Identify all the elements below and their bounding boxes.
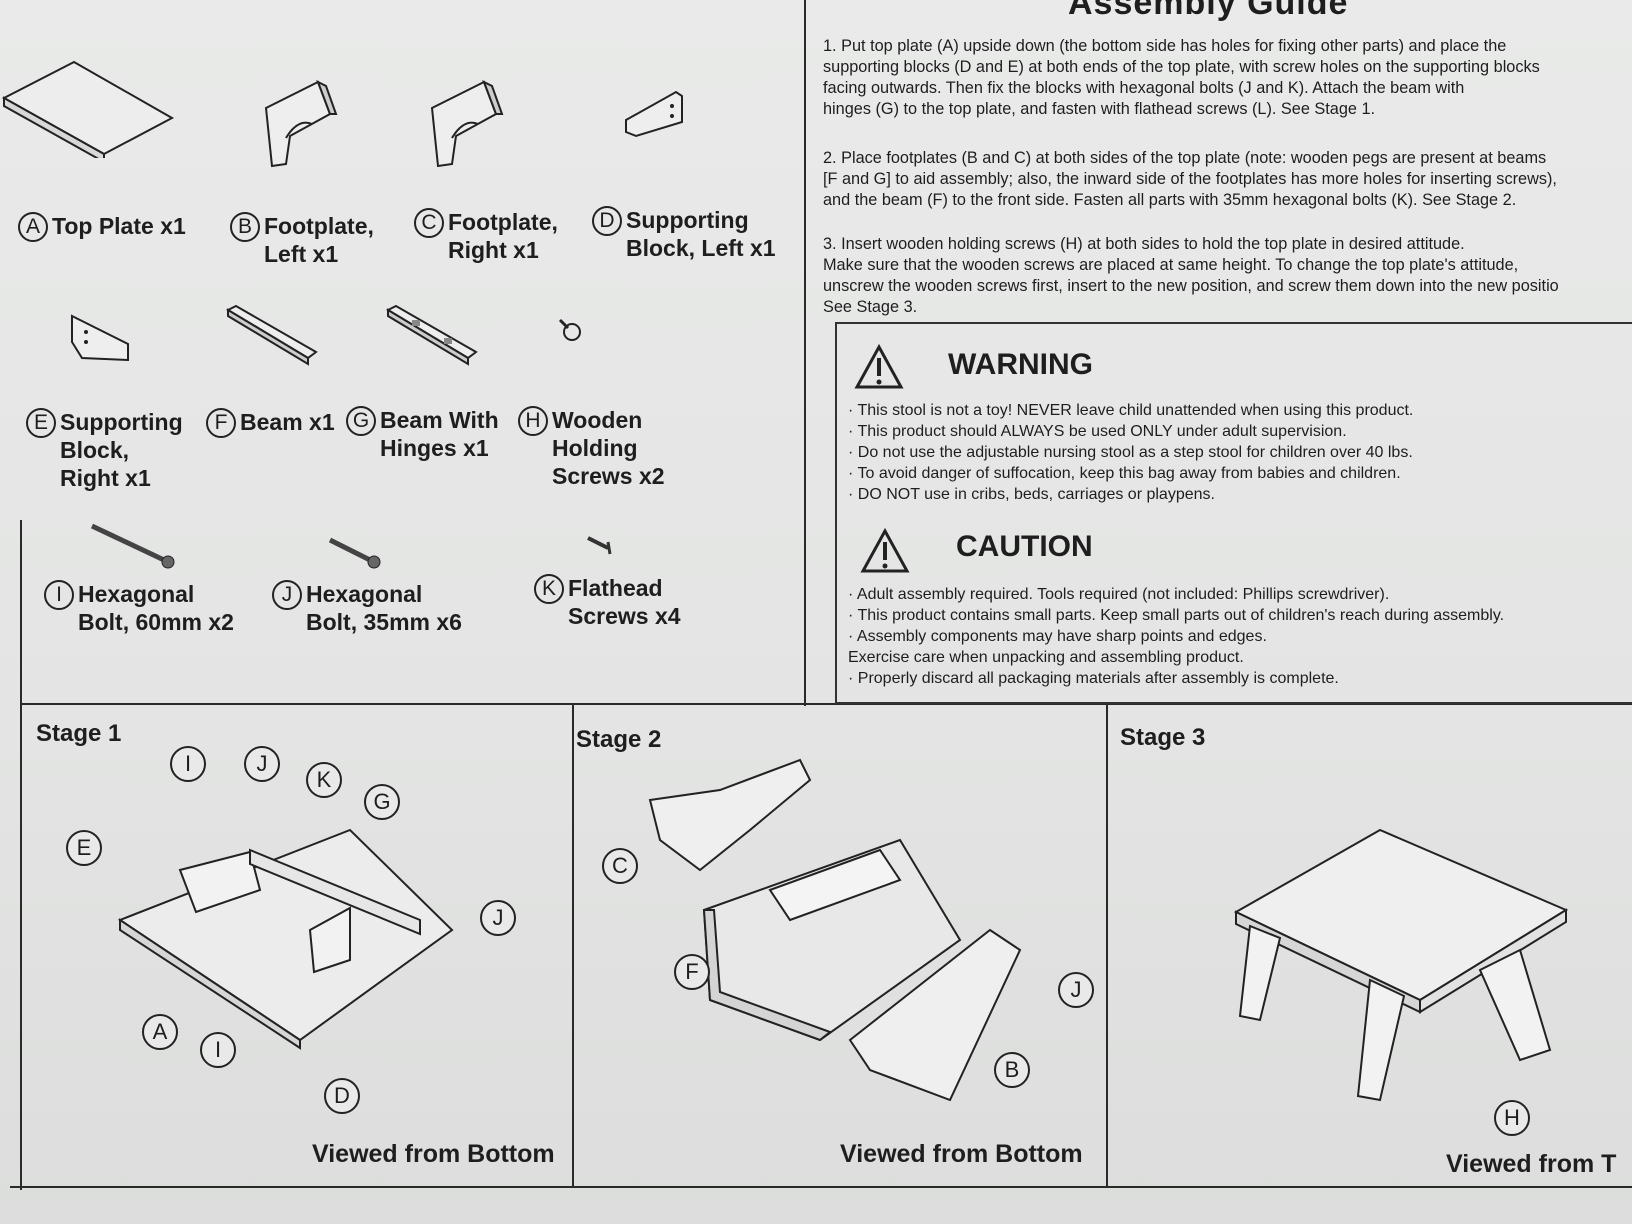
part-letter-badge: D: [592, 206, 622, 236]
part-label: Top Plate x1: [52, 213, 186, 239]
part-label: Hexagonal Bolt, 60mm x2: [78, 581, 234, 635]
part-e: E Supporting Block, Right x1: [26, 408, 183, 492]
callout-d: D: [324, 1078, 360, 1114]
part-label: Flathead Screws x4: [568, 575, 681, 629]
callout-j-3: J: [1058, 972, 1094, 1008]
part-a: A Top Plate x1: [18, 212, 186, 242]
part-label: Wooden Holding Screws x2: [552, 407, 665, 489]
hex-bolt-60-icon: [90, 523, 175, 569]
callout-i: I: [170, 746, 206, 782]
part-i: I Hexagonal Bolt, 60mm x2: [44, 580, 234, 636]
part-letter-badge: H: [518, 406, 548, 436]
part-f: F Beam x1: [206, 408, 335, 438]
footplate-right-icon: [430, 79, 504, 168]
part-h: H Wooden Holding Screws x2: [518, 406, 665, 490]
step-1: 1. Put top plate (A) upside down (the bo…: [823, 37, 1540, 118]
part-label: Supporting Block, Right x1: [60, 409, 183, 491]
caution-heading: CAUTION: [956, 530, 1093, 563]
callout-c: C: [602, 848, 638, 884]
divider-stage-1-2: [572, 705, 574, 1187]
callout-j: J: [244, 746, 280, 782]
divider-stage-2-3: [1106, 705, 1108, 1187]
part-letter-badge: I: [44, 580, 74, 610]
step-3: 3. Insert wooden holding screws (H) at b…: [823, 235, 1559, 316]
stage-3-diagram: [1233, 828, 1569, 1102]
frame-bottom: [10, 1186, 1632, 1188]
callout-e: E: [66, 830, 102, 866]
stage-2-title: Stage 2: [576, 726, 662, 753]
callout-h: H: [1494, 1100, 1530, 1136]
stage-1-caption: Viewed from Bottom: [312, 1140, 555, 1168]
supporting-block-left-icon: [625, 90, 683, 138]
footplate-left-icon: [264, 79, 338, 168]
callout-a: A: [142, 1014, 178, 1050]
callout-k: K: [306, 762, 342, 798]
callout-g: G: [364, 784, 400, 820]
part-letter-badge: B: [230, 212, 260, 242]
beam-with-hinges-icon: [385, 304, 478, 366]
stage-3-title: Stage 3: [1120, 724, 1206, 751]
part-c: C Footplate, Right x1: [414, 208, 558, 264]
stage-2-diagram: [648, 758, 1022, 1102]
page-title: Assembly Guide: [1068, 0, 1349, 22]
caution-triangle-icon: [860, 528, 910, 573]
divider-vertical-top: [804, 0, 806, 706]
part-letter-badge: F: [206, 408, 236, 438]
stage-1-title: Stage 1: [36, 720, 122, 747]
flathead-screw-icon: [587, 536, 612, 555]
part-b: B Footplate, Left x1: [230, 212, 374, 268]
part-letter-badge: G: [346, 406, 376, 436]
part-letter-badge: C: [414, 208, 444, 238]
divider-horizontal: [20, 703, 1632, 705]
part-label: Hexagonal Bolt, 35mm x6: [306, 581, 462, 635]
caution-list: · Adult assembly required. Tools require…: [848, 586, 1505, 687]
beam-icon: [225, 304, 318, 366]
part-letter-badge: J: [272, 580, 302, 610]
part-letter-badge: K: [534, 574, 564, 604]
safety-box: [835, 322, 1632, 704]
warning-triangle-icon: [854, 344, 904, 389]
stage-1-diagram: [117, 828, 454, 1050]
hex-bolt-35-icon: [328, 537, 381, 569]
part-label: Footplate, Right x1: [448, 209, 558, 263]
wooden-screw-icon: [558, 318, 581, 341]
part-label: Beam With Hinges x1: [380, 407, 499, 461]
stage-3-caption: Viewed from T: [1446, 1150, 1617, 1178]
warning-list: · This stool is not a toy! NEVER leave c…: [848, 402, 1414, 503]
part-label: Footplate, Left x1: [264, 213, 374, 267]
part-letter-badge: A: [18, 212, 48, 242]
step-2: 2. Place footplates (B and C) at both si…: [823, 149, 1557, 209]
callout-f: F: [674, 954, 710, 990]
part-label: Supporting Block, Left x1: [626, 207, 776, 261]
callout-b: B: [994, 1052, 1030, 1088]
top-plate-icon: [1, 60, 175, 158]
warning-heading: WARNING: [948, 348, 1093, 381]
supporting-block-right-icon: [71, 314, 129, 362]
part-letter-badge: E: [26, 408, 56, 438]
callout-j-2: J: [480, 900, 516, 936]
frame-left: [20, 520, 22, 1190]
part-j: J Hexagonal Bolt, 35mm x6: [272, 580, 462, 636]
part-d: D Supporting Block, Left x1: [592, 206, 776, 262]
callout-i-2: I: [200, 1032, 236, 1068]
part-k: K Flathead Screws x4: [534, 574, 681, 630]
part-g: G Beam With Hinges x1: [346, 406, 499, 462]
part-label: Beam x1: [240, 409, 335, 435]
stage-2-caption: Viewed from Bottom: [840, 1140, 1083, 1168]
